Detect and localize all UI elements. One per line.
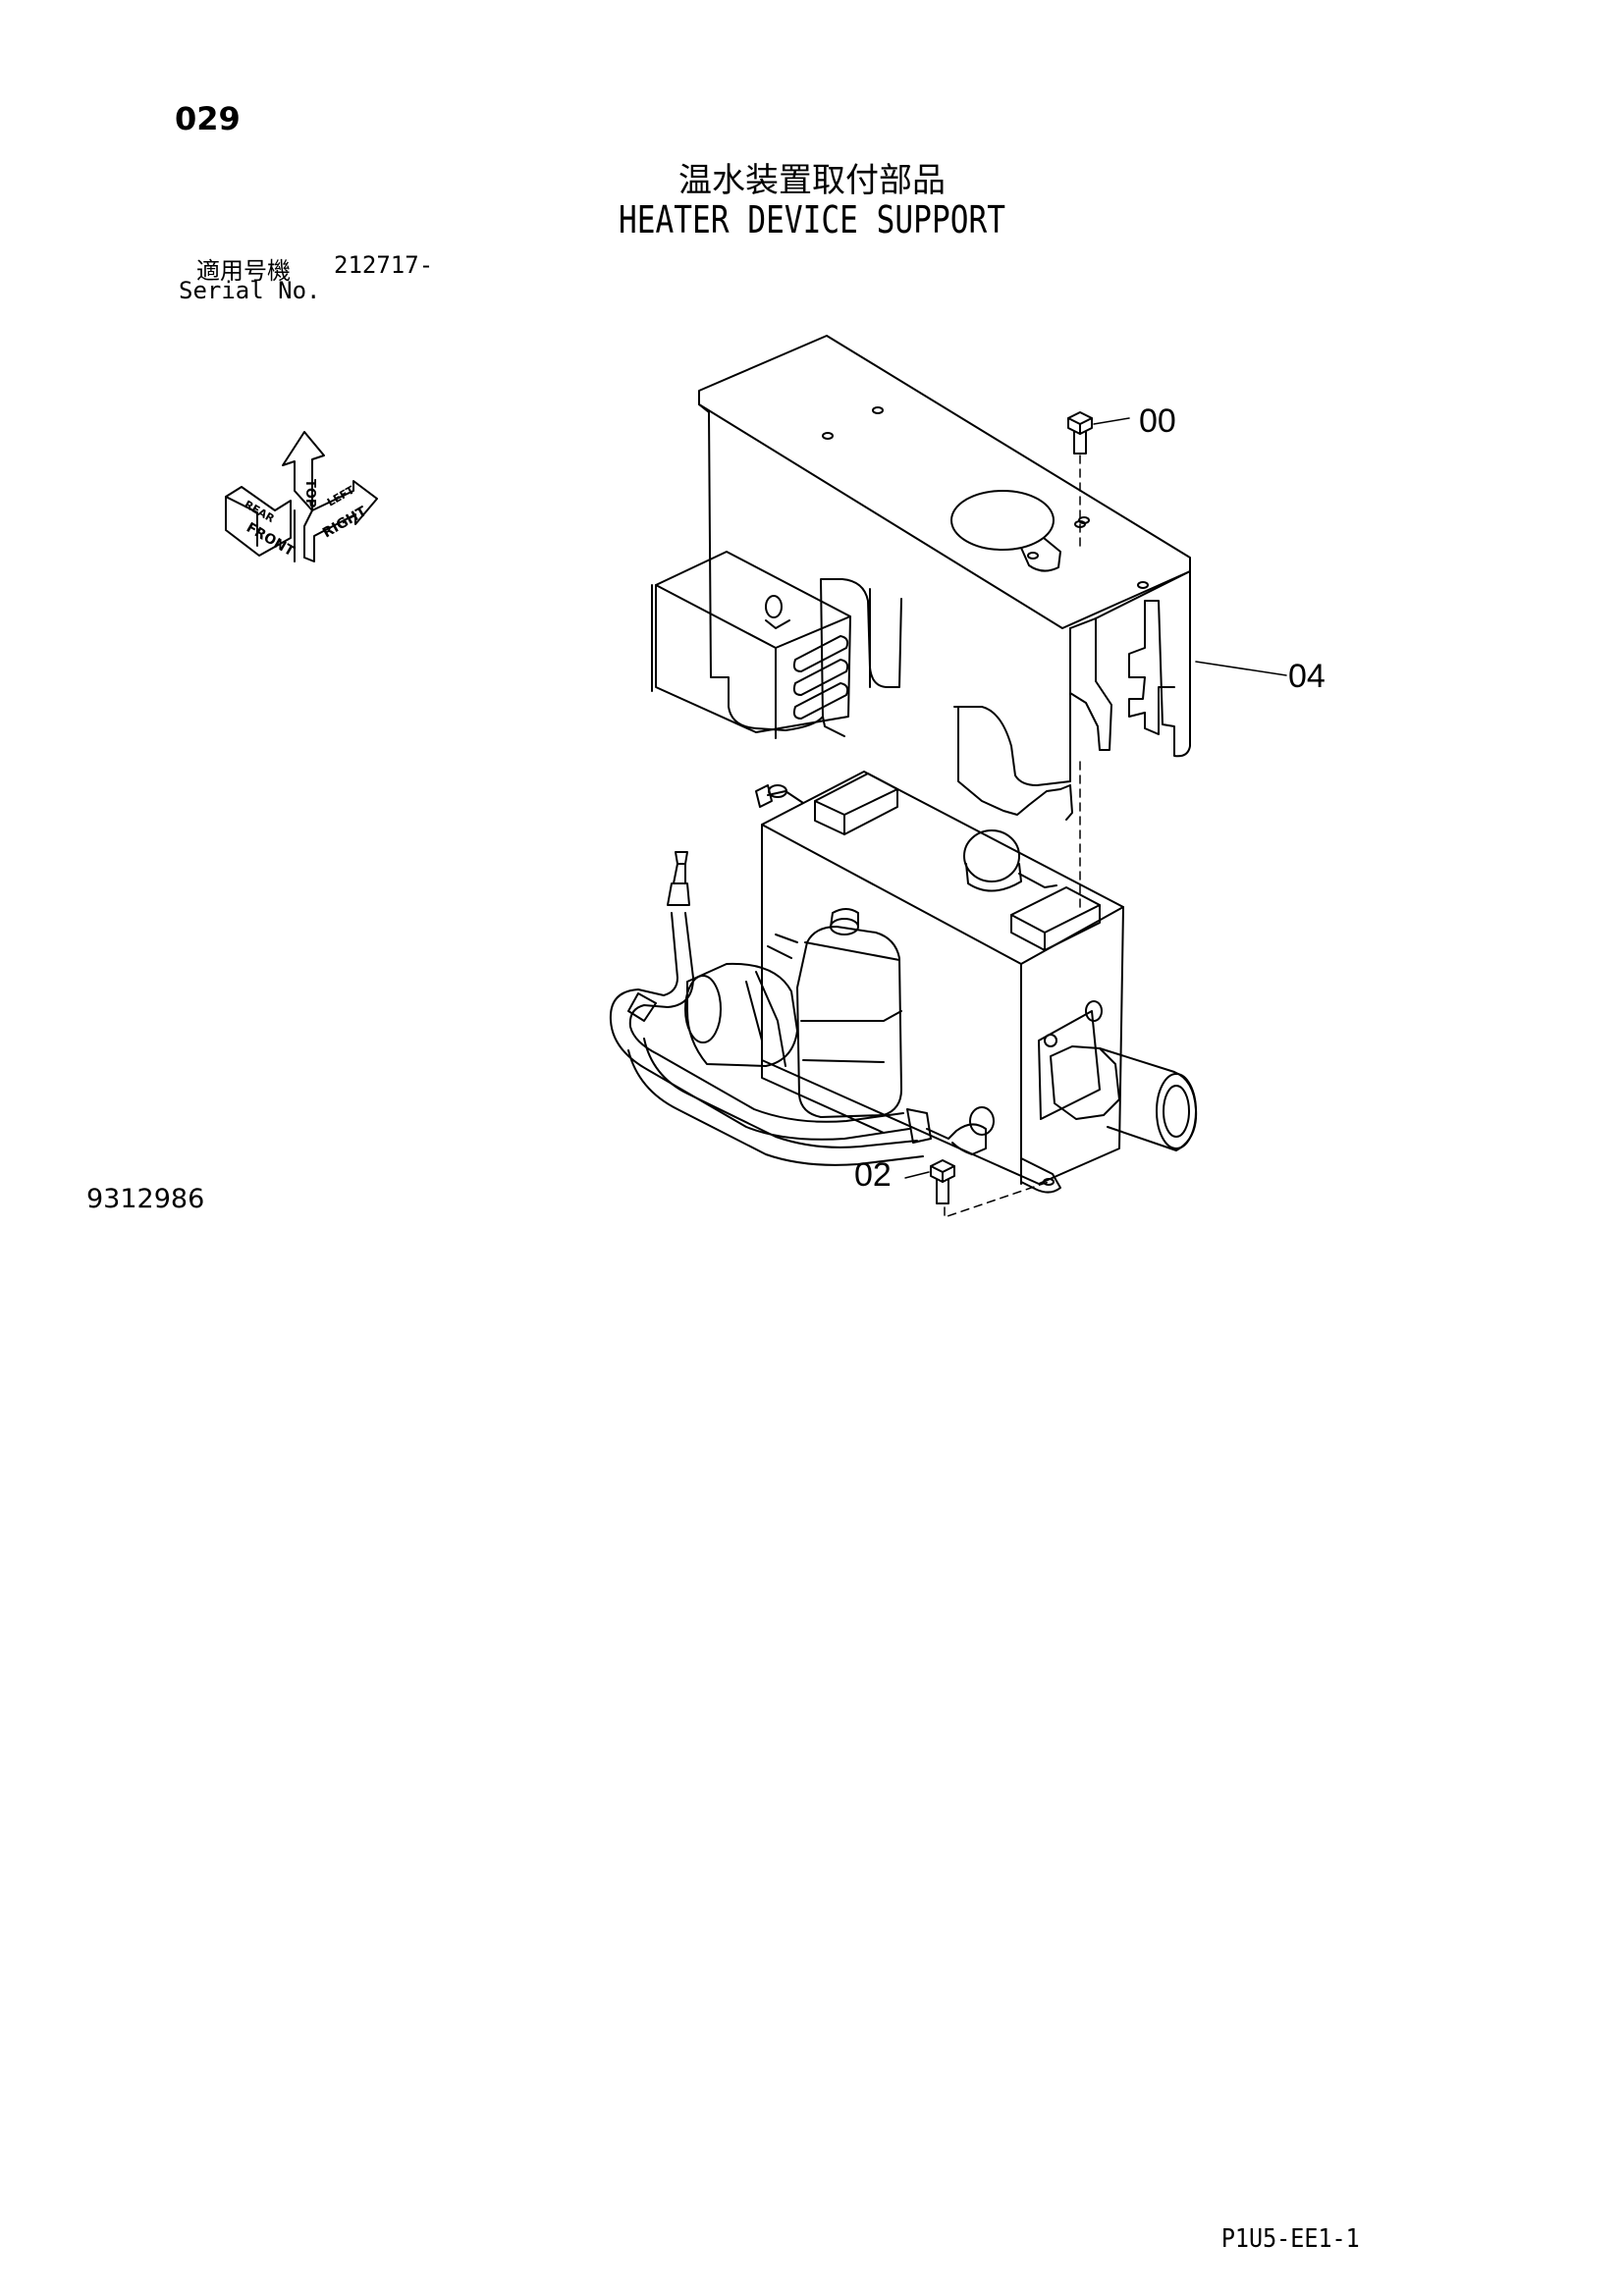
orientation-compass-icon: FRONT TOP RIGHT REAR LEFT <box>225 431 378 562</box>
assembly-guide-lines <box>944 454 1081 1218</box>
callout-00: 00 <box>1139 402 1176 440</box>
callout-04: 04 <box>1288 658 1326 695</box>
page-title-english: HEATER DEVICE SUPPORT <box>619 198 1005 241</box>
serial-label-japanese: 適用号機 <box>196 257 291 285</box>
coolant-reservoir-bottle <box>767 908 902 1118</box>
page-title-japanese: 温水装置取付部品 <box>678 161 946 200</box>
serial-number-value: 212717- <box>334 251 434 279</box>
bolt-part-02 <box>930 1159 955 1204</box>
orientation-label-rear: REAR <box>243 498 278 525</box>
serial-label-english: Serial No. <box>179 277 321 304</box>
page-code: P1U5-EE1-1 <box>1220 2224 1360 2254</box>
orientation-label-front: FRONT <box>244 520 298 561</box>
orientation-label-left: LEFT <box>325 483 357 508</box>
heater-tank-body <box>761 771 1198 1194</box>
heater-cover-plate <box>698 335 1191 821</box>
orientation-label-top: TOP <box>302 479 317 507</box>
bolt-part-00 <box>1067 411 1093 454</box>
page-number: 029 <box>175 100 241 137</box>
louvered-vent-box <box>651 551 851 739</box>
coolant-hoses <box>609 784 995 1166</box>
drawing-number: 9312986 <box>86 1184 205 1214</box>
callout-leader-lines <box>904 417 1287 1179</box>
orientation-label-right: RIGHT <box>320 504 370 541</box>
callout-02: 02 <box>854 1156 892 1194</box>
pump-motor <box>684 962 798 1067</box>
